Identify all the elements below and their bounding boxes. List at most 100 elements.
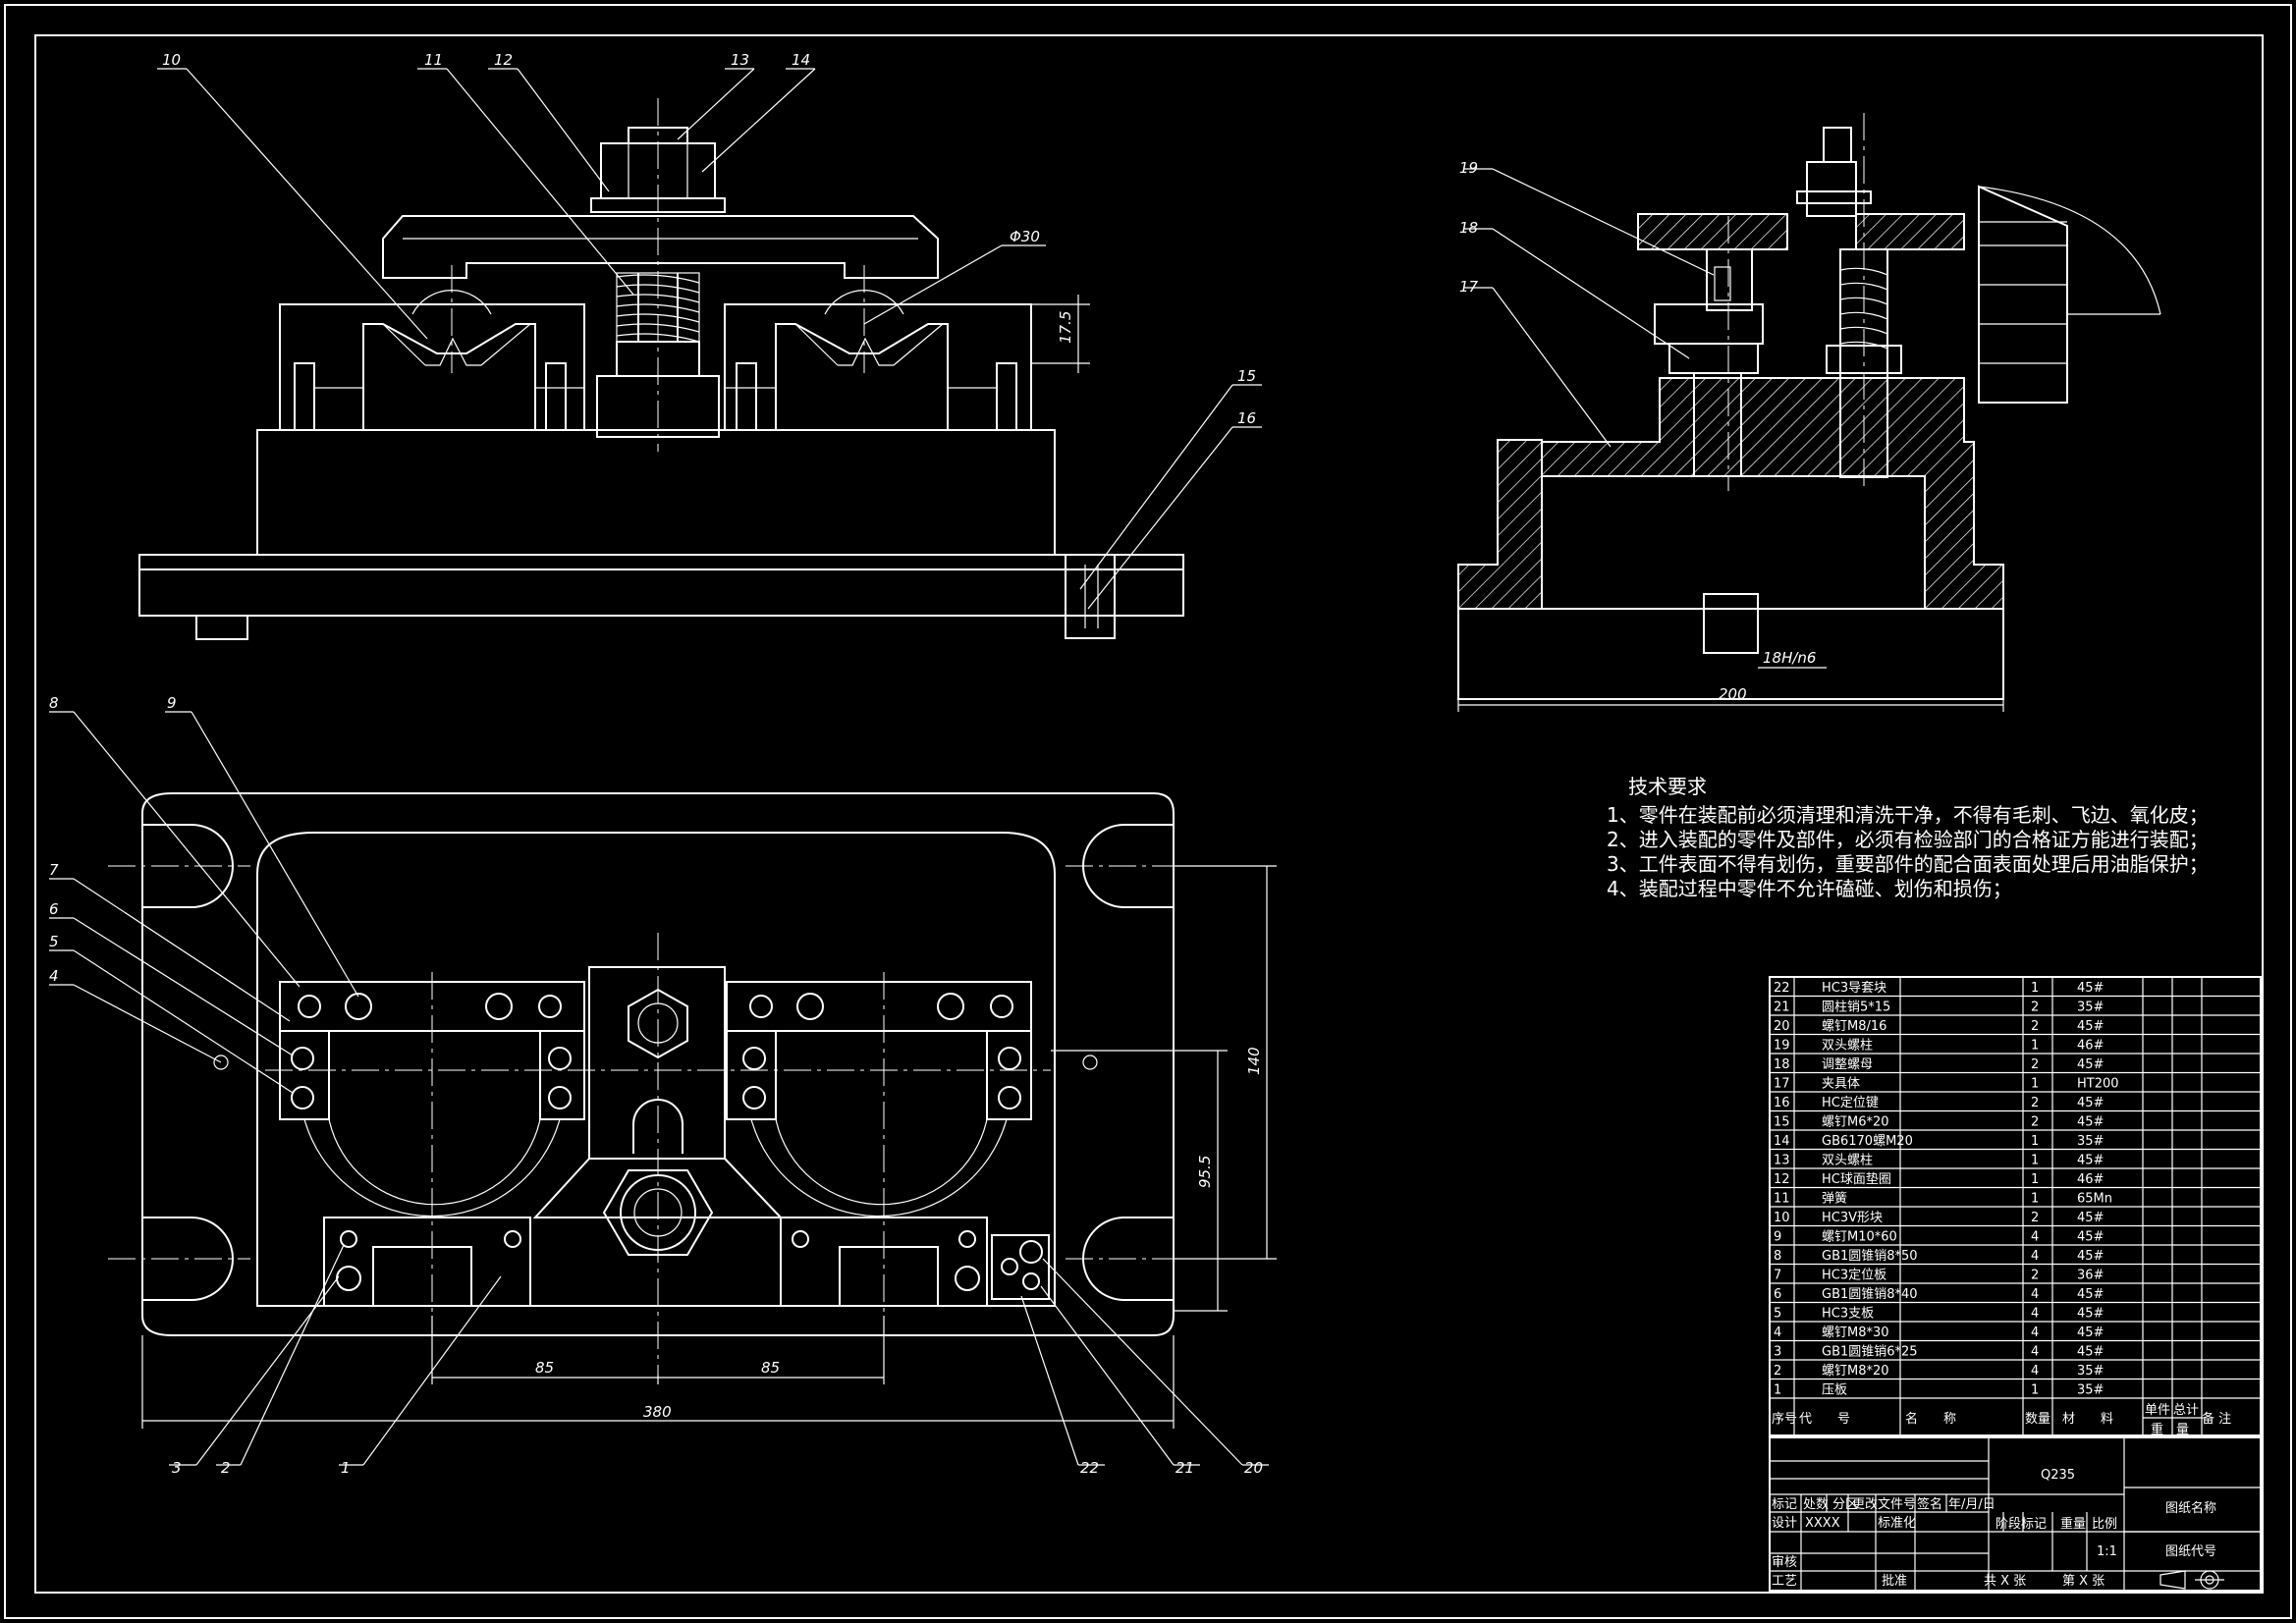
bom-row-4-qty: 4: [2031, 1325, 2039, 1340]
bom-row-18-name: 调整螺母: [1822, 1057, 1873, 1072]
tb-sheet: 第 X 张: [2062, 1574, 2105, 1589]
bom-row-16-no: 16: [1774, 1096, 1790, 1110]
bom-row-10-material: 45#: [2077, 1211, 2104, 1225]
bom-row-3-qty: 4: [2031, 1345, 2039, 1360]
side-view: [1457, 113, 2161, 700]
balloon-6: 6: [49, 900, 59, 918]
tb-sign: 签名: [1917, 1496, 1942, 1512]
bom-row-21-qty: 2: [2031, 1001, 2039, 1015]
bom-row-8-no: 8: [1774, 1249, 1781, 1264]
bom-row-17-qty: 1: [2031, 1077, 2039, 1092]
inner-border: [34, 34, 2264, 1594]
bom-row-9-name: 螺钉M10*60: [1822, 1230, 1897, 1245]
bom-row-1-material: 35#: [2077, 1383, 2104, 1398]
bom-row-16-qty: 2: [2031, 1096, 2039, 1110]
balloon-7: 7: [49, 861, 59, 879]
tb-date: 年/月/日: [1948, 1497, 1995, 1512]
bom-row-16-name: HC定位键: [1822, 1096, 1879, 1110]
bom-row-20-qty: 2: [2031, 1019, 2039, 1034]
balloon-19: 19: [1459, 159, 1478, 177]
bom-row-8-name: GB1圆锥销8*50: [1822, 1249, 1918, 1264]
plan-view-dimensions: 140 95.5 85 85 380: [141, 865, 1277, 1429]
bom-row-21-no: 21: [1774, 1001, 1790, 1015]
bom-row-3-no: 3: [1774, 1345, 1781, 1360]
bom-row-2-no: 2: [1774, 1364, 1781, 1379]
tb-drawing-code: 图纸代号: [2165, 1544, 2216, 1559]
bom-row-15-qty: 2: [2031, 1115, 2039, 1130]
bom-header-total: 总计: [2173, 1403, 2199, 1418]
balloon-9: 9: [167, 694, 177, 712]
bom-row-5-qty: 4: [2031, 1307, 2039, 1322]
bom-row-22-name: HC3导套块: [1822, 980, 1886, 996]
technical-requirements: 技术要求 1、零件在装配前必须清理和清洗干净，不得有毛刺、飞边、氧化皮； 2、进…: [1607, 775, 2209, 900]
bom-row-21-material: 35#: [2077, 1001, 2104, 1015]
bom-row-10-name: HC3V形块: [1822, 1211, 1883, 1225]
tb-stage: 阶段标记: [1995, 1517, 2047, 1532]
bom-header-weight: 重 量: [2151, 1422, 2189, 1437]
bom-row-9-no: 9: [1774, 1230, 1781, 1245]
bom-row-2-material: 35#: [2077, 1364, 2104, 1379]
title-block: Q235 图纸名称 图纸代号 标记 处数 分区 更改文件号 签名 年/月/日 设…: [1769, 1434, 2262, 1592]
bom-row-6-material: 45#: [2077, 1287, 2104, 1302]
dim-18h-n6: 18H/n6: [1763, 649, 1816, 667]
bom-row-20-no: 20: [1774, 1019, 1790, 1034]
balloon-8: 8: [49, 694, 59, 712]
bom-row-7-material: 36#: [2077, 1269, 2104, 1283]
bom-row-11-no: 11: [1774, 1192, 1790, 1207]
tb-docno: 更改文件号: [1852, 1497, 1916, 1512]
bom-row-1-name: 压板: [1822, 1383, 1847, 1398]
bom-row-20-name: 螺钉M8/16: [1822, 1019, 1886, 1034]
bom-row-5-material: 45#: [2077, 1307, 2104, 1322]
balloon-22: 22: [1080, 1459, 1099, 1477]
balloon-21: 21: [1175, 1459, 1194, 1477]
dim-85-right: 85: [761, 1359, 780, 1377]
tb-std: 标准化: [1878, 1516, 1916, 1531]
bom-row-17-material: HT200: [2077, 1077, 2119, 1092]
bom-row-19-material: 46#: [2077, 1039, 2104, 1054]
bom-row-19-qty: 1: [2031, 1039, 2039, 1054]
front-view-dimensions: 17.5 Φ30: [863, 228, 1090, 373]
bom-row-4-no: 4: [1774, 1325, 1781, 1340]
bom-row-13-name: 双头螺柱: [1822, 1154, 1873, 1168]
bom-row-6-no: 6: [1774, 1287, 1781, 1302]
bom-row-13-qty: 1: [2031, 1154, 2039, 1168]
requirement-2: 2、进入装配的零件及部件，必须有检验部门的合格证方能进行装配；: [1607, 828, 2209, 851]
tb-approve: 批准: [1882, 1574, 1907, 1589]
bom-header-material: 材 料: [2062, 1412, 2113, 1427]
bom-row-19-no: 19: [1774, 1039, 1790, 1054]
requirements-title: 技术要求: [1628, 775, 1707, 798]
bom-row-8-qty: 4: [2031, 1249, 2039, 1264]
tb-material: Q235: [2041, 1468, 2075, 1483]
bom-row-7-name: HC3定位板: [1822, 1269, 1886, 1283]
bom-row-3-name: GB1圆锥销6*25: [1822, 1345, 1918, 1360]
bom-row-1-qty: 1: [2031, 1383, 2039, 1398]
bom-row-18-no: 18: [1774, 1057, 1790, 1072]
bom-header-code: 代 号: [1799, 1412, 1850, 1427]
bom-row-11-name: 弹簧: [1822, 1191, 1847, 1207]
dim-95-5: 95.5: [1196, 1156, 1214, 1188]
bom-row-14-no: 14: [1774, 1134, 1790, 1149]
balloon-17: 17: [1459, 278, 1479, 296]
bom-row-7-no: 7: [1774, 1269, 1781, 1283]
balloon-15: 15: [1237, 367, 1256, 385]
bom-row-5-no: 5: [1774, 1307, 1781, 1322]
bom-row-9-material: 45#: [2077, 1230, 2104, 1245]
bom-header-remark: 备 注: [2202, 1411, 2231, 1427]
balloon-2: 2: [221, 1459, 231, 1477]
bom-row-12-name: HC球面垫圈: [1822, 1171, 1891, 1187]
dim-140: 140: [1245, 1047, 1263, 1075]
bom-row-22-material: 45#: [2077, 981, 2104, 996]
bom-row-14-name: GB6170螺M20: [1822, 1134, 1913, 1149]
bom-row-9-qty: 4: [2031, 1230, 2039, 1245]
balloon-1: 1: [341, 1459, 351, 1477]
balloon-3: 3: [172, 1459, 182, 1477]
bom-row-22-qty: 1: [2031, 981, 2039, 996]
bom-row-19-name: 双头螺柱: [1822, 1039, 1873, 1054]
tb-review: 审核: [1772, 1555, 1797, 1570]
bom-header-no: 序号: [1772, 1412, 1797, 1427]
bom-row-5-name: HC3支板: [1822, 1307, 1874, 1322]
front-view: [138, 98, 1184, 640]
tb-zone: 分区: [1832, 1497, 1858, 1512]
bom-row-7-qty: 2: [2031, 1269, 2039, 1283]
